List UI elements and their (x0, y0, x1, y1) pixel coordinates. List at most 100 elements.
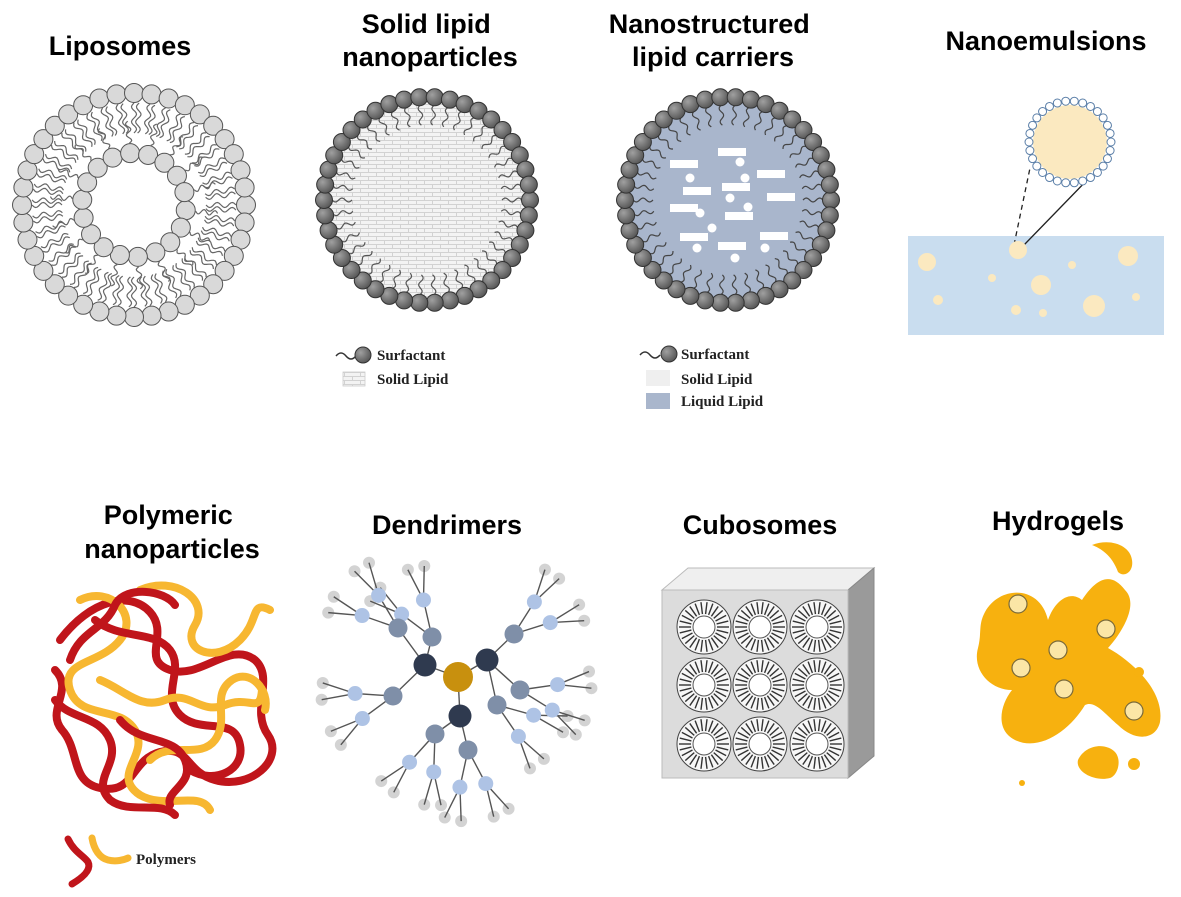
lipid-tail (148, 104, 156, 135)
surfactant-head (822, 191, 840, 209)
lipid-line (681, 632, 693, 640)
lipid-tail (135, 266, 144, 290)
lipid-line (689, 606, 698, 617)
lipid-tail (32, 187, 64, 195)
surfactant-head (1045, 101, 1054, 111)
lipid-line (802, 606, 811, 617)
surfactant-tail (367, 258, 381, 275)
liquid-lipid-droplet (707, 223, 717, 233)
lipid-tail (97, 128, 111, 149)
dendrimer-node-gen3 (452, 779, 468, 795)
lipid-tail (170, 136, 184, 156)
lipid-line (792, 678, 805, 683)
lipid-tail (205, 191, 236, 201)
lipid-head (170, 217, 191, 238)
lipid-line (716, 687, 729, 692)
oil-droplet (1011, 305, 1021, 315)
lipid-tail (172, 265, 191, 291)
lipid-line (797, 752, 808, 762)
lipid-line (829, 629, 842, 634)
liquid-lipid-droplet (695, 208, 705, 218)
oil-droplet (1031, 275, 1051, 295)
surfactant-tail (642, 232, 661, 243)
surfactant-head (1105, 128, 1115, 138)
lipid-line (740, 752, 751, 762)
lipid-tail (202, 171, 232, 185)
zoom-guide-line (1013, 167, 1031, 246)
lipid-line (826, 752, 837, 762)
cubosomes-title: Cubosomes (683, 510, 838, 540)
lipid-tail (84, 254, 98, 274)
lipid-line (802, 637, 811, 648)
solid-lipid-block (718, 148, 746, 156)
nlc-title: Nanostructured lipid carriers (609, 9, 818, 72)
surfactant-tail (641, 158, 661, 169)
lipid-line (713, 752, 724, 762)
lipid-line (760, 660, 764, 673)
lipid-line (740, 726, 751, 736)
lipid-tail (73, 122, 93, 147)
surfactant-head (1078, 98, 1088, 108)
lipid-tail (54, 140, 79, 160)
surfactant-head (342, 261, 361, 280)
lipid-head (72, 189, 93, 210)
lipid-line (797, 726, 808, 736)
surfactant-head (804, 249, 823, 268)
lipid-line (681, 614, 693, 622)
surfactant-head (493, 261, 512, 280)
nanoemulsion-illustration (918, 96, 1140, 317)
lipid-tail (31, 197, 63, 204)
lipid-line (716, 629, 729, 634)
surfactant-tail (633, 184, 655, 191)
lipid-head (175, 200, 196, 221)
lipid-line (700, 602, 704, 615)
lipid-line (817, 719, 821, 732)
lipid-line (829, 687, 842, 692)
lipid-line (826, 726, 837, 736)
dendrimers-title: Dendrimers (372, 510, 522, 540)
oil-droplet (1118, 246, 1138, 266)
lipid-line (704, 660, 708, 673)
lipid-line (737, 632, 749, 640)
lipid-tail (120, 103, 130, 134)
surfactant-head (315, 191, 333, 209)
lipid-line (763, 661, 770, 674)
droplet-zoom-core (1033, 105, 1107, 179)
lipid-line (716, 678, 729, 683)
lipid-line (771, 749, 783, 757)
surfactant-tail (668, 125, 682, 142)
surfactant-head (1098, 161, 1108, 171)
surfactant-tail (755, 269, 765, 289)
lipid-tail (61, 132, 84, 155)
lipid-head (33, 260, 54, 281)
lipid-tail (150, 123, 158, 146)
cubosome-cell (732, 716, 788, 772)
lipid-tail (74, 144, 92, 161)
lipid-line (763, 696, 770, 709)
surfactant-tail (731, 104, 737, 126)
lipid-line (828, 749, 840, 757)
lipid-tail (64, 129, 87, 152)
surfactant-head (395, 90, 414, 109)
lipid-line (684, 635, 695, 645)
lipid-tail (33, 183, 64, 191)
surfactant-tail (705, 107, 712, 128)
lipid-line (771, 690, 783, 698)
surfactant-head (794, 261, 813, 280)
lipid-line (829, 678, 842, 683)
lipid-line (760, 639, 764, 652)
lipid-line (716, 620, 729, 625)
lipid-tail (195, 208, 219, 216)
lipid-line (756, 639, 760, 652)
lipid-head (158, 301, 179, 322)
liquid-lipid-droplet (740, 173, 750, 183)
surfactant-head (1106, 137, 1116, 147)
panel-dendrimers: Dendrimers (315, 510, 598, 828)
surfactant-head (425, 293, 444, 312)
lipid-line (750, 603, 757, 616)
lipid-line (704, 639, 708, 652)
surfactant-head (1098, 113, 1108, 123)
lipid-tail (200, 230, 230, 242)
lipid-tail (115, 103, 126, 135)
lipid-tail (102, 272, 113, 303)
